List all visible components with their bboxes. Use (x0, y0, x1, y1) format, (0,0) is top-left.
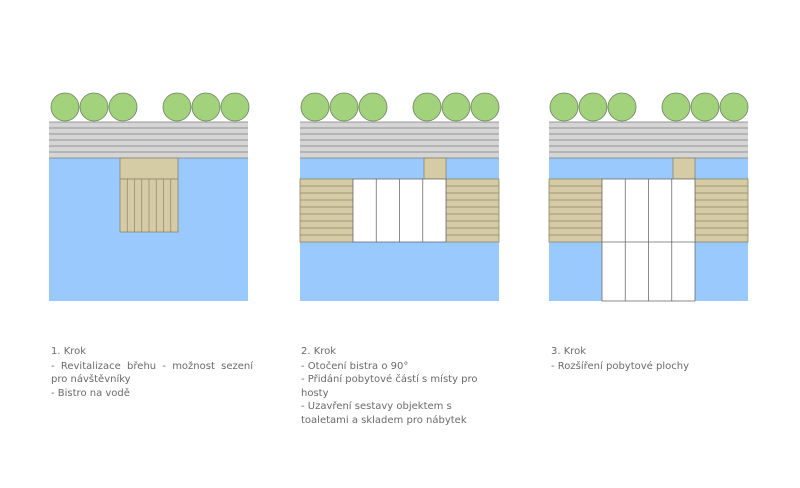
step-2-line: - Uzavření sestavy objektem s (301, 401, 452, 412)
step-1-caption: 1. Krok - Revitalizace břehu - možnost s… (51, 345, 253, 400)
tree-icon (441, 92, 471, 122)
entry-block (423, 157, 447, 180)
step-1-line: - Bistro na vodě (51, 387, 130, 399)
step-1-diagram (49, 92, 250, 301)
tree-icon (607, 92, 637, 122)
step-2-title: 2. Krok (301, 346, 337, 357)
step-1-title: 1. Krok (51, 346, 87, 357)
tree-icon (661, 92, 691, 122)
deck-area (299, 178, 354, 243)
tree-icon (412, 92, 442, 122)
tree-icon (108, 92, 138, 122)
tree-icon (220, 92, 250, 122)
tree-icon (162, 92, 192, 122)
tree-icon (549, 92, 579, 122)
tree-icon (690, 92, 720, 122)
tree-icon (79, 92, 109, 122)
step-2-caption: 2. Krok - Otočení bistra o 90° - Přidání… (301, 345, 501, 427)
step-3-line: - Rozšíření pobytové plochy (551, 360, 689, 372)
step-3-caption: 3. Krok - Rozšíření pobytové plochy (551, 345, 751, 373)
tree-icon (358, 92, 388, 122)
tree-icon (50, 92, 80, 122)
deck-area (694, 178, 749, 243)
step-2-diagram (299, 92, 500, 301)
step-2-line: hosty (301, 387, 329, 399)
tree-icon (191, 92, 221, 122)
deck-area (548, 178, 603, 243)
step-2-line: toaletami a skladem pro nábytek (301, 414, 467, 426)
deck-area (445, 178, 500, 243)
step-1-line: - Revitalizace břehu - možnost sezení (51, 360, 253, 372)
entry-block (672, 157, 696, 180)
tree-icon (329, 92, 359, 122)
step-3-title: 3. Krok (551, 346, 587, 357)
entry-block (119, 157, 179, 180)
step-3-diagram (548, 92, 749, 302)
tree-icon (470, 92, 500, 122)
tree-icon (719, 92, 749, 122)
step-1-line: pro návštěvníky (51, 374, 131, 385)
step-1-lines: - Revitalizace břehu - možnost sezení pr… (51, 360, 253, 401)
tree-icon (300, 92, 330, 122)
step-2-line: - Přidání pobytové částí s místy pro (301, 374, 478, 385)
step-3-lines: - Rozšíření pobytové plochy (551, 360, 751, 374)
step-2-line: - Otočení bistra o 90° (301, 360, 409, 372)
step-2-lines: - Otočení bistra o 90° - Přidání pobytov… (301, 360, 501, 428)
tree-icon (578, 92, 608, 122)
